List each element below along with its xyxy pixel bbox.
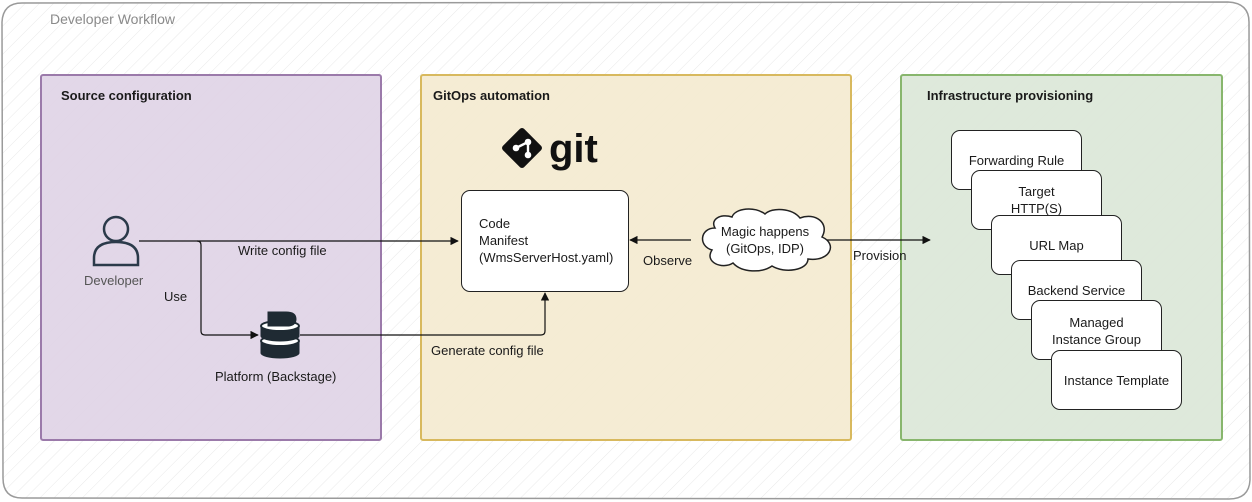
cloud-line-1: Magic happens	[720, 224, 810, 239]
resource-label-backend-service: Backend Service	[1027, 283, 1126, 298]
diagram-title: Developer Workflow	[50, 11, 176, 27]
generate-config-label: Generate config file	[431, 343, 544, 358]
source-panel	[40, 74, 382, 441]
use-edge	[196, 240, 259, 340]
gitops-panel-title: GitOps automation	[433, 88, 550, 103]
observe-label: Observe	[643, 253, 693, 268]
git-logo-icon	[502, 128, 542, 168]
generate-config-edge	[300, 292, 550, 336]
write-config-label: Write config file	[238, 243, 327, 258]
platform-label: Platform (Backstage)	[215, 369, 337, 384]
resource-card: Instance Template	[1051, 350, 1182, 410]
resource-label-url-map: URL Map	[1029, 238, 1084, 253]
magic-cloud-text: Magic happens (GitOps, IDP)	[708, 223, 822, 257]
git-logo-text: git	[549, 127, 598, 171]
resource-label-instance-template: Instance Template	[1063, 373, 1170, 388]
provision-label: Provision	[853, 248, 907, 263]
magic-cloud-shape	[701, 208, 832, 272]
user-icon	[92, 215, 140, 267]
manifest-line-manifest: Manifest	[479, 233, 529, 248]
source-panel-title: Source configuration	[61, 88, 192, 103]
backstage-logo-icon	[260, 311, 300, 359]
developer-label: Developer	[84, 273, 144, 288]
manifest-line-code: Code	[479, 216, 511, 231]
gitops-panel	[420, 74, 852, 441]
manifest-box: Code Manifest (WmsServerHost.yaml)	[461, 190, 629, 292]
manifest-line-file: (WmsServerHost.yaml)	[479, 250, 614, 265]
infra-panel-title: Infrastructure provisioning	[927, 88, 1094, 103]
resource-label-forwarding-rule: Forwarding Rule	[968, 153, 1065, 168]
resource-label-managed-instance-group: Managed Instance Group	[1052, 315, 1141, 347]
cloud-line-2: (GitOps, IDP)	[725, 241, 804, 256]
use-label: Use	[164, 289, 188, 304]
